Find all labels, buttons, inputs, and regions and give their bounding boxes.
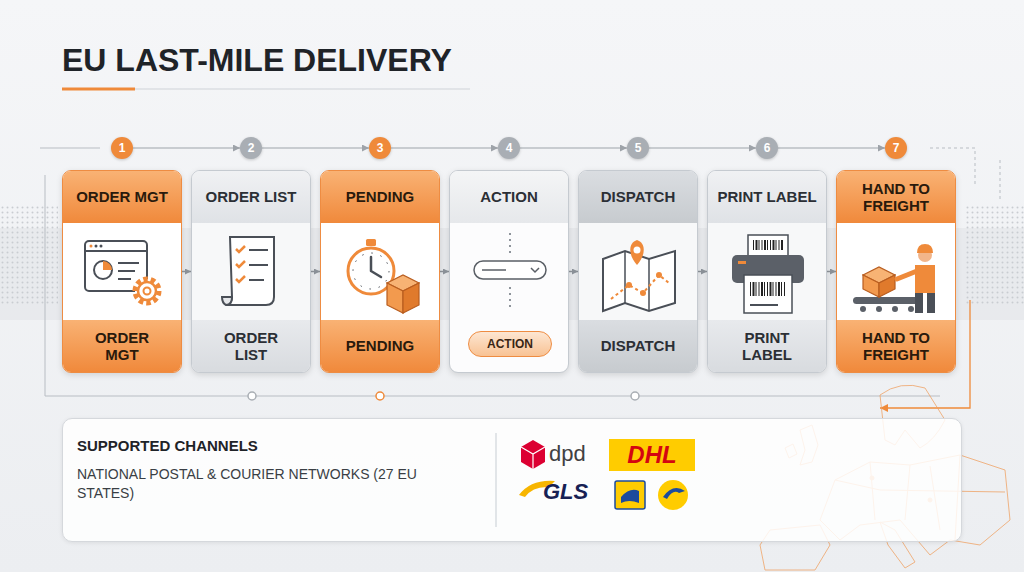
flow-arrow — [778, 147, 885, 148]
panel-heading: SUPPORTED CHANNELS — [77, 437, 258, 454]
order-list-icon — [202, 227, 302, 319]
flow-arrow — [520, 147, 627, 148]
step-number-text: 7 — [885, 137, 907, 159]
printer-icon — [718, 227, 818, 319]
flow-arrow — [649, 147, 756, 148]
flow-arrow — [698, 271, 707, 273]
step-number: 2 — [240, 137, 262, 159]
card-header: ORDER LIST — [192, 171, 310, 223]
step-number-text: 6 — [756, 137, 778, 159]
step-number-text: 4 — [498, 137, 520, 159]
card-header: HAND TO FREIGHT — [837, 171, 955, 223]
action-pill: ACTION — [468, 331, 552, 357]
dot-texture — [0, 205, 58, 305]
card-header: ORDER MGT — [63, 171, 181, 223]
step-number: 3 — [369, 137, 391, 159]
dispatch-map-icon — [589, 227, 689, 319]
process-card: PRINT LABEL PRINT LABEL — [707, 170, 827, 373]
card-header: PRINT LABEL — [708, 171, 826, 223]
step-number: 5 — [627, 137, 649, 159]
step-number-text: 5 — [627, 137, 649, 159]
step-number-text: 2 — [240, 137, 262, 159]
step-number: 4 — [498, 137, 520, 159]
dot-texture — [966, 205, 1024, 305]
flow-arrow — [311, 271, 320, 273]
card-footer: PENDING — [321, 320, 439, 372]
process-card: ACTION ACTION — [449, 170, 569, 373]
flow-arrow — [440, 271, 449, 273]
order-mgt-icon — [73, 227, 173, 319]
flow-arrow — [569, 271, 578, 273]
process-card: PENDING PENDING — [320, 170, 440, 373]
action-dropdown-icon — [460, 227, 560, 319]
flow-arrow — [827, 271, 836, 273]
process-card: DISPATCH DISPATCH — [578, 170, 698, 373]
flow-arrow — [182, 271, 191, 273]
logo-text: GLS — [543, 479, 588, 505]
node-dot — [376, 392, 384, 400]
panel-body: NATIONAL POSTAL & COURIER NETWORKS (27 E… — [77, 465, 417, 503]
diagram-title: EU LAST-MILE DELIVERY — [62, 42, 452, 79]
pill-text: ACTION — [487, 337, 533, 351]
card-header: ACTION — [450, 171, 568, 223]
process-card: HAND TO FREIGHT HAND TO FREIGHT — [836, 170, 956, 373]
card-footer: DISPATCH — [579, 320, 697, 372]
card-footer: ORDER LIST — [192, 320, 310, 372]
pending-icon — [331, 227, 431, 319]
flow-arrow — [133, 147, 240, 148]
channels-panel: SUPPORTED CHANNELS NATIONAL POSTAL & COUR… — [62, 418, 962, 542]
step-number: 7 — [885, 137, 907, 159]
process-card: ORDER MGT ORDER MGT — [62, 170, 182, 373]
flow-arrow — [262, 147, 369, 148]
step-number: 6 — [756, 137, 778, 159]
step-number-text: 1 — [111, 137, 133, 159]
card-footer: PRINT LABEL — [708, 320, 826, 372]
guide-line — [40, 148, 100, 149]
hand-to-freight-icon — [847, 227, 947, 319]
logo-text: dpd — [549, 441, 586, 467]
node-dot — [248, 392, 256, 400]
process-card: ORDER LIST ORDER LIST — [191, 170, 311, 373]
card-header: PENDING — [321, 171, 439, 223]
title-underline — [62, 88, 135, 91]
card-footer: ORDER MGT — [63, 320, 181, 372]
step-number-text: 3 — [369, 137, 391, 159]
logo-text: DHL — [609, 439, 695, 471]
flow-arrow — [391, 147, 498, 148]
title-underline — [135, 89, 470, 90]
node-dot — [631, 392, 639, 400]
card-header: DISPATCH — [579, 171, 697, 223]
card-footer: HAND TO FREIGHT — [837, 320, 955, 372]
step-number: 1 — [111, 137, 133, 159]
